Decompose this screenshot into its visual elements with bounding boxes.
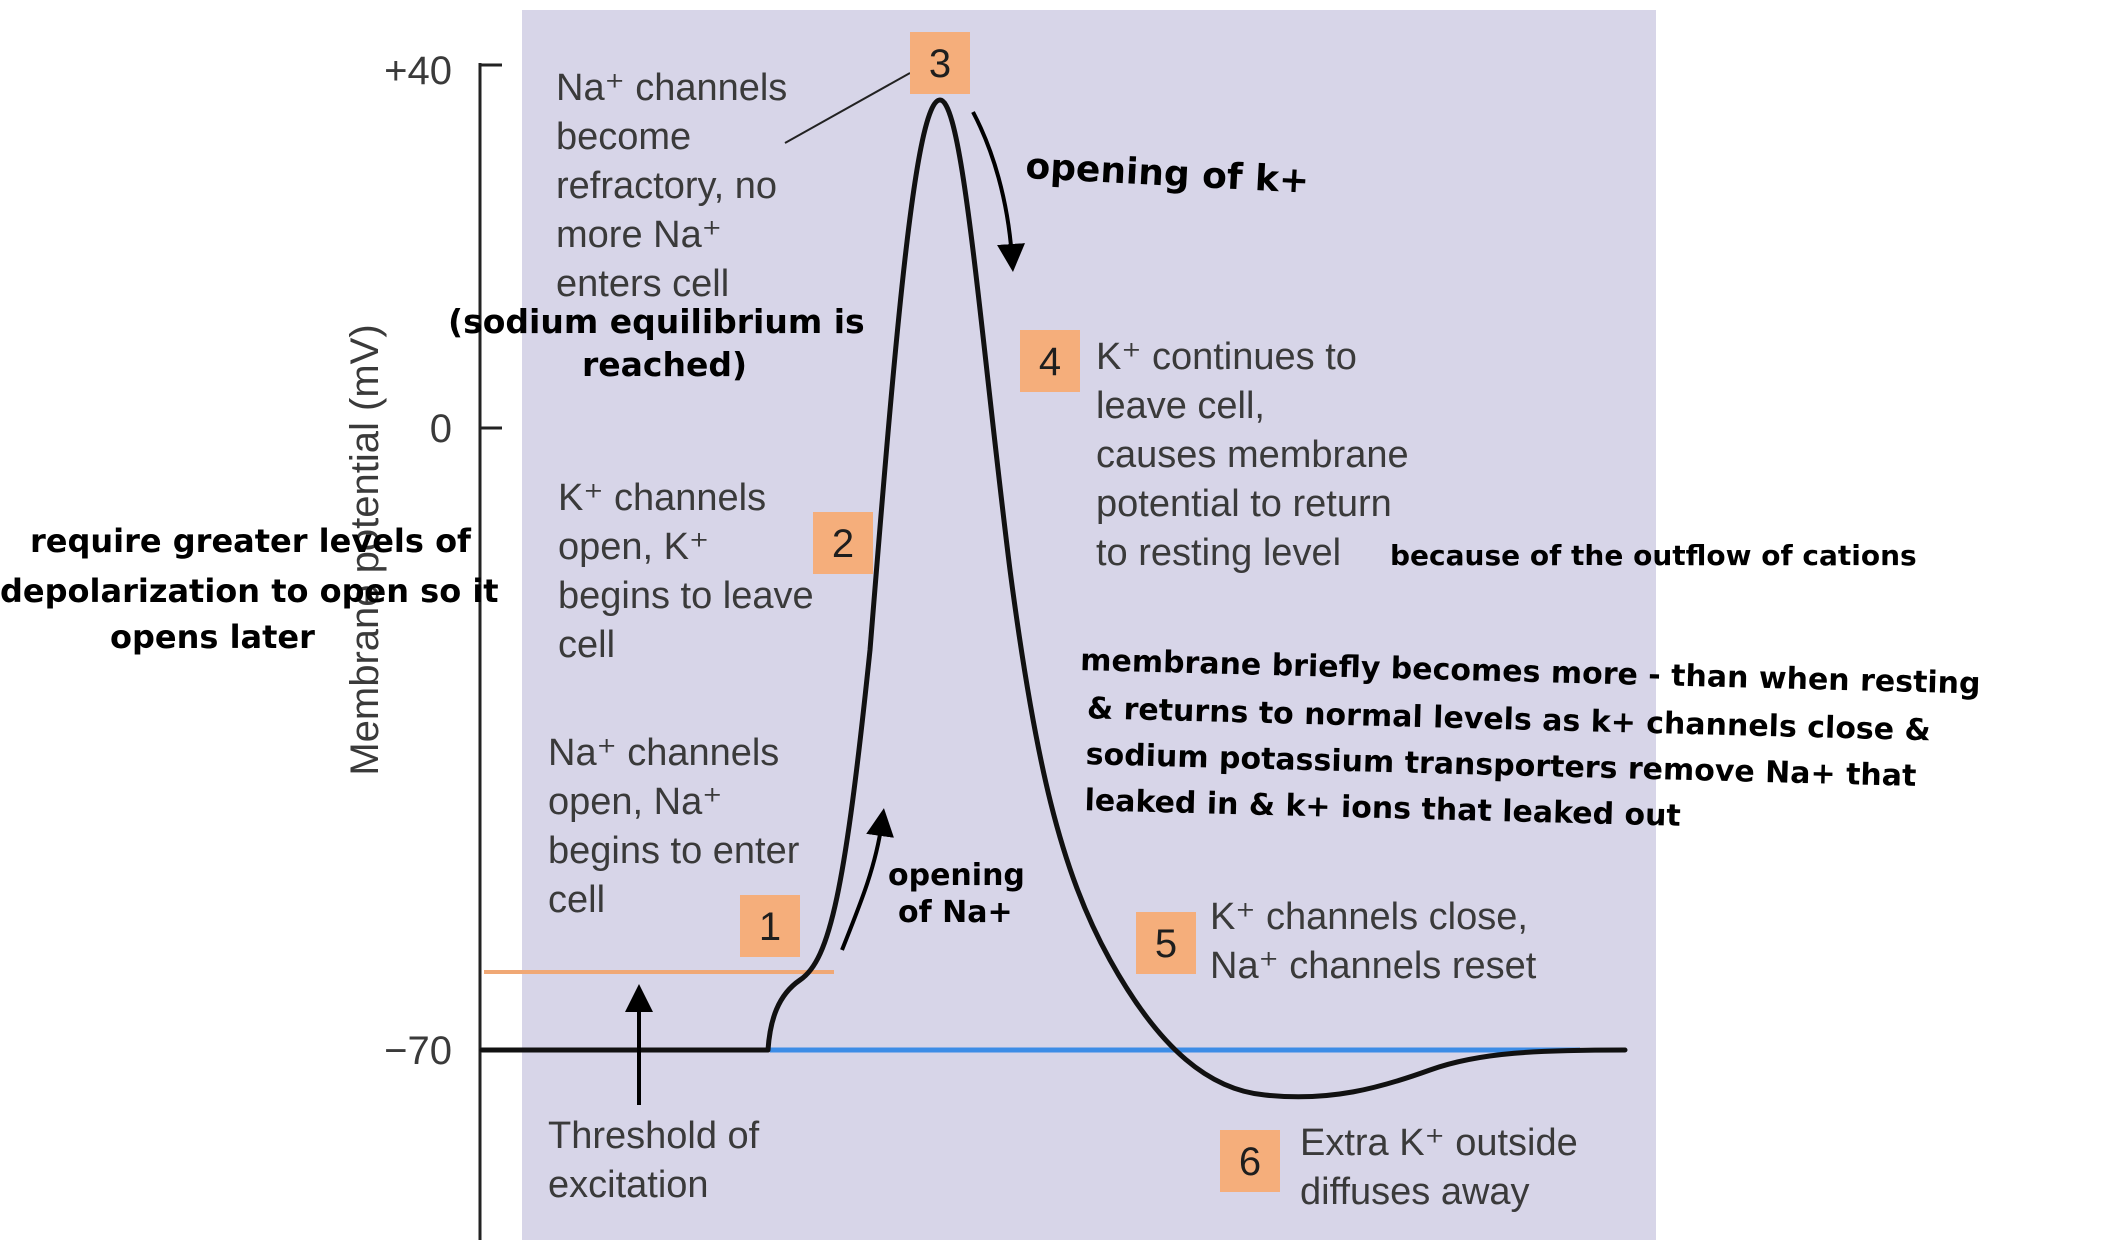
handwritten-arrow-down	[971, 111, 1026, 272]
handwritten-opening-na: opening of Na+	[888, 858, 1035, 930]
handwritten-sodium-equilibrium: (sodium equilibrium is reached)	[448, 302, 876, 384]
step-6-text: Extra K⁺ outside diffuses away	[1300, 1122, 1588, 1213]
step-number-2: 2	[832, 522, 854, 566]
action-potential-curve	[479, 97, 1628, 1100]
step-number-3: 3	[929, 42, 951, 86]
step-number-6: 6	[1239, 1140, 1261, 1184]
y-tick-label-plus40: +40	[384, 49, 452, 93]
step-3-pointer-line	[784, 72, 911, 144]
handwritten-arrow-up	[840, 808, 894, 951]
handwritten-require-greater: require greater levels of depolarization…	[0, 522, 510, 656]
diagram-panel	[522, 10, 1656, 1240]
handwritten-because-outflow: because of the outflow of cations	[1390, 539, 1917, 572]
step-3-text: Na⁺ channels become refractory, no more …	[556, 67, 798, 305]
y-axis-label: Membrane potential (mV)	[343, 324, 387, 775]
step-box-3: 3	[910, 32, 970, 94]
step-box-4: 4	[1020, 330, 1080, 392]
threshold-label: Threshold of excitation	[548, 1115, 770, 1206]
step-box-5: 5	[1136, 912, 1196, 974]
step-number-4: 4	[1039, 340, 1061, 384]
step-number-1: 1	[759, 905, 781, 949]
y-tick-label-minus70: −70	[384, 1029, 452, 1073]
y-axis: +40 0 −70 Membrane potential (mV)	[343, 49, 502, 1240]
step-box-6: 6	[1220, 1130, 1280, 1192]
step-number-5: 5	[1155, 922, 1177, 966]
y-tick-label-0: 0	[430, 407, 452, 451]
step-box-2: 2	[813, 512, 873, 574]
step-4-text: K⁺ continues to leave cell, causes membr…	[1096, 336, 1419, 574]
step-1-text: Na⁺ channels open, Na⁺ begins to enter c…	[548, 732, 810, 921]
step-2-text: K⁺ channels open, K⁺ begins to leave cel…	[558, 477, 824, 666]
step-box-1: 1	[740, 895, 800, 957]
step-5-text: K⁺ channels close, Na⁺ channels reset	[1210, 896, 1538, 987]
